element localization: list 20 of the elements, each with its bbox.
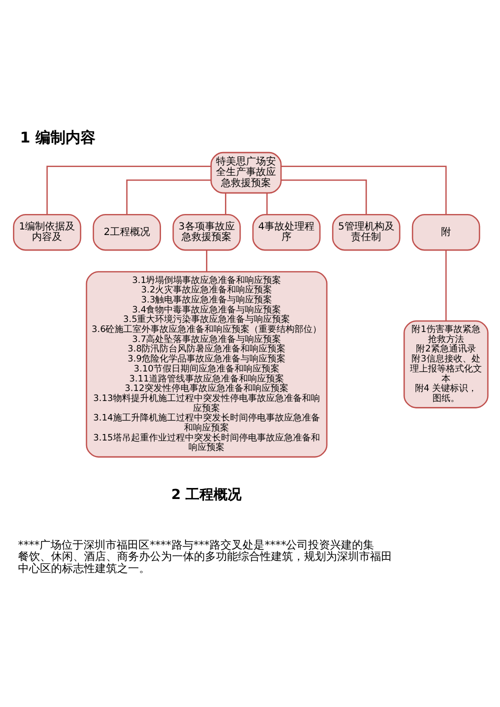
connector bbox=[46, 166, 211, 214]
node-box: 5管理机构及责任制 bbox=[332, 214, 400, 251]
connector bbox=[126, 180, 211, 214]
node-box: 4事故处理程序 bbox=[252, 214, 321, 251]
label: ****广场位于深圳市福田区****路与***路交叉处是****公司投资兴建的集餐饮、休闲、酒店、商务办公为一体的多功能综合性建筑，规划为深圳市福田中心区的标志性建筑之一。 bbox=[18, 538, 392, 575]
connector bbox=[224, 193, 226, 214]
node-box: 特美思广场安全生产事故应急救援预案 bbox=[210, 152, 282, 194]
node-box: 2工程概况 bbox=[92, 214, 161, 251]
connector bbox=[206, 250, 208, 272]
diagram-title: 1 编制内容 bbox=[20, 130, 96, 147]
label: 2 工程概况 bbox=[171, 486, 242, 503]
node-box: 附1伤害事故紧急抢救方法 附2紧急通讯录 附3信息接收、处理上报等格式化文本 附4 关键标识，图纸。 bbox=[404, 320, 488, 408]
node-box: 3.1坍塌倒塌事故应急准备和响应预案 3.2火灾事故应急准备和响应预案 3.3触电事故应急准备与响应预案 3.4食物中毒事故应急准备与响应预案 3.5重大环境污染事故应急准备与响应预案 3.6砼施工室外事故应急准备和响应预案（重要结构部位） 3.7高处坠落事故应急准备与响应预案 3.8防汛防台风防暑应急准备和响应预案 3.9危险化学品事故应急准备与响应预案 3.10节假日期间应急准备和响应预案 3.11道路管线事故应急准备和响应预案 3.12突发性停电事故应急准备和响应预案 3.13物料提升机施工过程中突发性停电事故应急准备和响应预案 3.14施工升降机施工过程中突发长时间停电事故应急准备和响应预案 3.15塔吊起重作业过程中突发长时间停电事故应急准备和响应预案 bbox=[86, 271, 328, 458]
node-box: 1编制依据及内容及 bbox=[12, 214, 82, 251]
connector bbox=[281, 180, 367, 214]
connector bbox=[445, 250, 447, 321]
node-box: 附 bbox=[412, 214, 480, 251]
connector bbox=[266, 193, 268, 214]
connector bbox=[281, 166, 447, 214]
node-box: 3各项事故应急救援预案 bbox=[172, 214, 241, 251]
